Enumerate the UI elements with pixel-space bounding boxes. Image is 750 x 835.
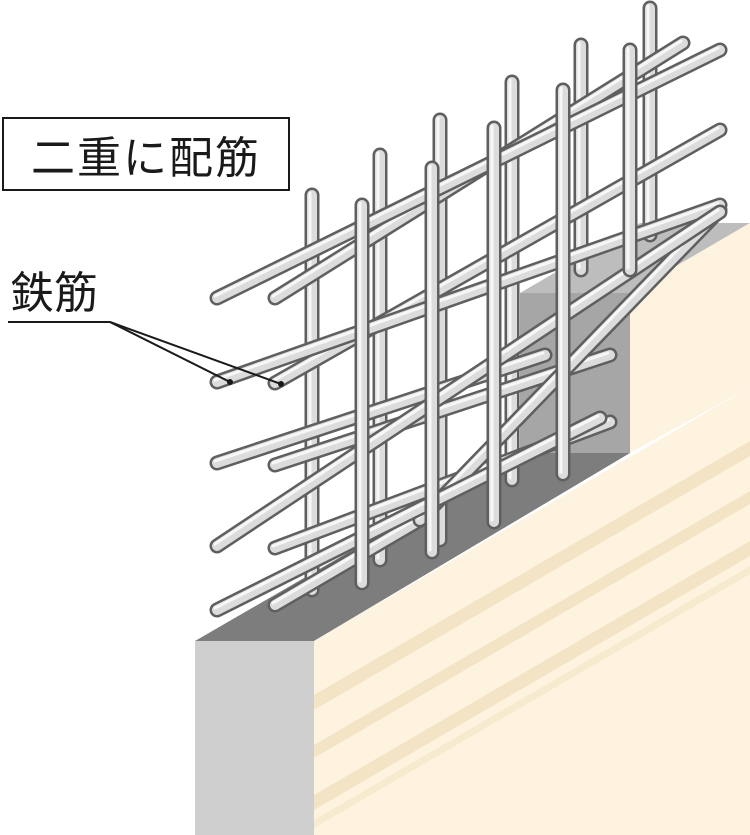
wood-grain-4 — [314, 566, 750, 828]
front-vertical-rebar-5 — [622, 42, 638, 278]
front-rebar-verticals — [354, 42, 638, 591]
title-label: 二重に配筋 — [2, 117, 290, 191]
wood-grain-3 — [314, 541, 750, 810]
wood-grain-2 — [314, 491, 750, 758]
front-vertical-rebar-1 — [354, 197, 370, 591]
wall-side-face — [314, 387, 750, 835]
back-vertical-rebar-6 — [642, 0, 658, 243]
front-vertical-rebar-4 — [555, 82, 571, 482]
leader-dot-2 — [278, 381, 284, 387]
wall-front-face — [195, 641, 314, 835]
leader-dot-1 — [227, 379, 233, 385]
wood-grain-1 — [314, 441, 750, 710]
leader-line-1 — [109, 321, 231, 383]
front-vertical-rebar-2 — [424, 160, 440, 560]
rebar-leader — [8, 321, 284, 387]
back-horizontal-rebar-5 — [267, 512, 428, 613]
back-vertical-rebar-5 — [573, 37, 589, 278]
front-rebar-horizontals — [209, 42, 728, 618]
front-vertical-rebar-3 — [486, 120, 502, 530]
leader-line-2 — [109, 321, 282, 385]
rebar-label: 鉄筋 — [10, 268, 98, 319]
front-horizontal-rebar-5 — [209, 410, 608, 618]
